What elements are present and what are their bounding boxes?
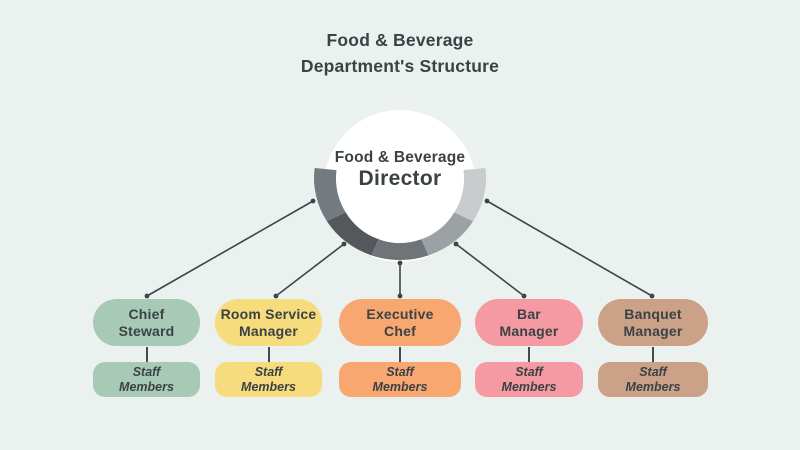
staff-node-room-service: Staff Members [215, 362, 322, 397]
staff-node-chief-steward: Staff Members [93, 362, 200, 397]
director-arc-segment-2 [326, 212, 379, 256]
connector-dots [144, 198, 655, 299]
connector-lines [146, 200, 653, 297]
connector-line-chief-steward [146, 200, 314, 297]
chart-title-line2: Department's Structure [300, 56, 500, 76]
staff-node-executive-chef: Staff Members [339, 362, 461, 397]
connector-line-room-service [275, 243, 345, 297]
role-node-room-service: Room Service Manager [215, 299, 322, 346]
role-node-chief-steward: Chief Steward [93, 299, 200, 346]
director-node-label: Food & Beverage Director [300, 148, 500, 191]
role-node-bar-manager: Bar Manager [475, 299, 583, 346]
role-node-banquet-manager: Banquet Manager [598, 299, 708, 346]
staff-node-banquet-manager: Staff Members [598, 362, 708, 397]
director-arc-segment-1 [313, 168, 346, 222]
director-arc-segment-4 [421, 212, 474, 256]
connector-line-banquet-manager [486, 200, 653, 297]
staff-node-bar-manager: Staff Members [475, 362, 583, 397]
director-label-line1: Food & Beverage [334, 149, 466, 166]
director-circle [324, 110, 476, 262]
role-node-executive-chef: Executive Chef [339, 299, 461, 346]
director-label-line2: Director [358, 167, 442, 190]
chart-title: Food & Beverage Department's Structure [198, 27, 602, 79]
director-arc-segment-5 [454, 168, 487, 222]
role-staff-links [146, 347, 654, 362]
chart-title-line1: Food & Beverage [326, 30, 474, 50]
director-arc-segment-3 [371, 239, 429, 260]
connector-line-bar-manager [455, 243, 525, 297]
